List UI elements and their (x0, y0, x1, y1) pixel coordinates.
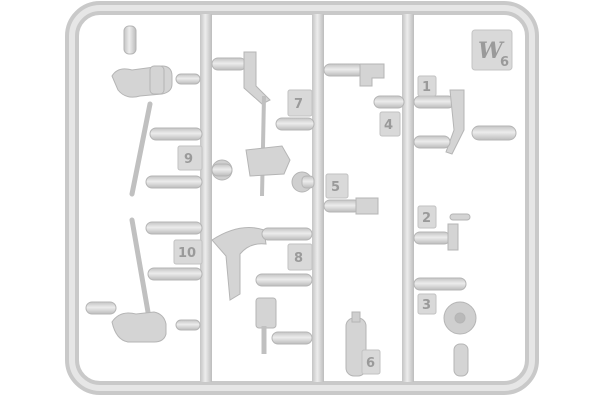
part-number-4: 4 (384, 118, 393, 133)
part-group-center-left (211, 51, 315, 354)
runner-vertical-1 (200, 14, 212, 382)
part-number-tabs (173, 75, 437, 375)
part-number-6: 6 (366, 356, 375, 371)
part-group-left (85, 25, 203, 343)
part-number-3: 3 (422, 298, 431, 313)
frame-label-sub: 6 (500, 55, 509, 70)
part-number-1: 1 (422, 80, 431, 95)
runner-vertical-2 (312, 14, 324, 382)
part-number-2: 2 (422, 211, 431, 226)
part-number-8: 8 (294, 251, 303, 266)
part-number-7: 7 (294, 97, 303, 112)
part-number-5: 5 (331, 180, 340, 195)
frame-label-tab (471, 29, 513, 71)
part-number-9: 9 (184, 152, 193, 167)
part-group-center-right (323, 63, 385, 377)
part-number-10: 10 (178, 246, 196, 261)
outer-frame-highlight (69, 5, 535, 391)
runner-vertical-3 (402, 14, 414, 382)
frame-label: W (478, 38, 505, 64)
part-group-right (373, 89, 517, 377)
